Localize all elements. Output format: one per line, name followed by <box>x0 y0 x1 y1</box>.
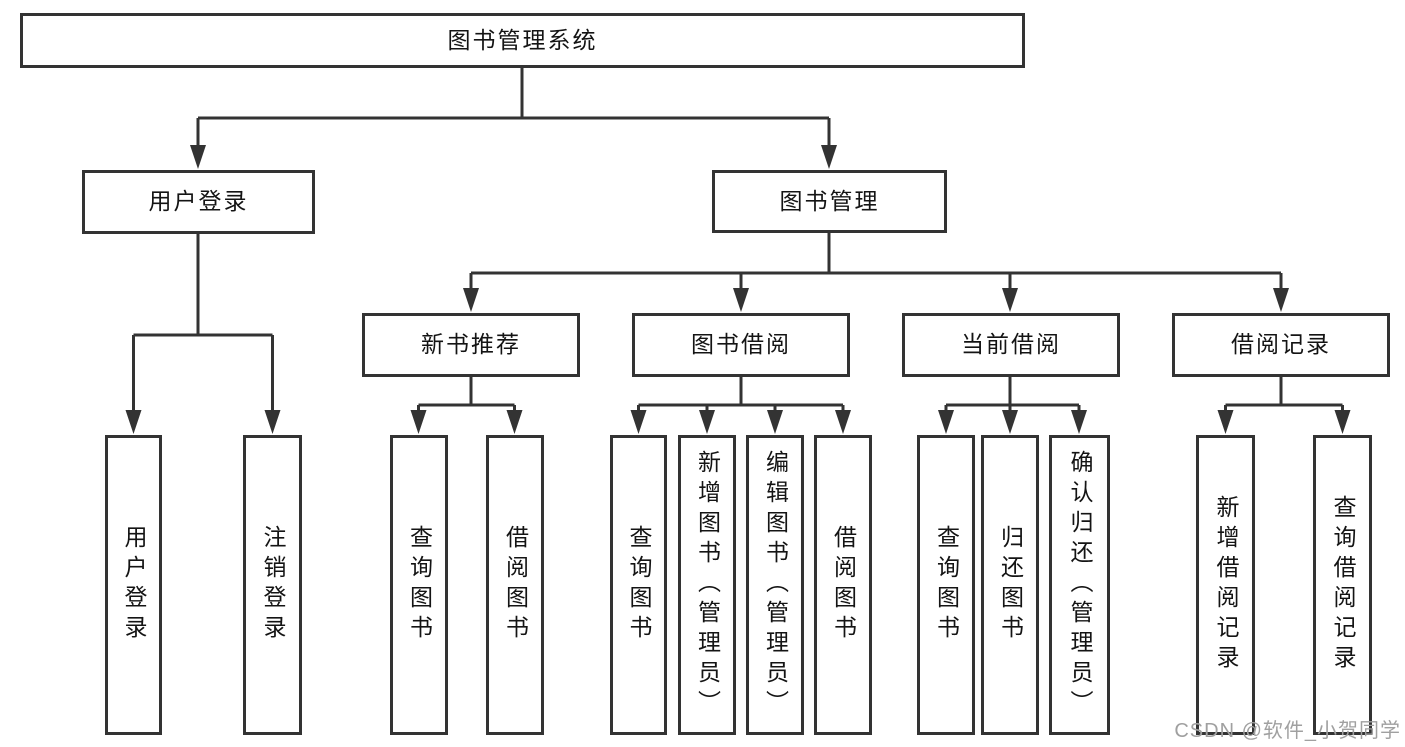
leaf-confirm-return-admin: 确认归还（管理员） <box>1049 435 1110 735</box>
node-book-management: 图书管理 <box>712 170 947 233</box>
leaf-query-books-borrowing: 查询图书 <box>610 435 667 735</box>
leaf-borrow-books-recommend: 借阅图书 <box>486 435 544 735</box>
node-new-book-recommend: 新书推荐 <box>362 313 580 377</box>
leaf-add-book-admin: 新增图书（管理员） <box>678 435 736 735</box>
leaf-confirm-return-admin-label: 确认归还（管理员） <box>1067 450 1093 720</box>
node-current-borrowing: 当前借阅 <box>902 313 1120 377</box>
node-borrowing-records-label: 借阅记录 <box>1231 331 1331 358</box>
leaf-add-borrow-record: 新增借阅记录 <box>1196 435 1255 735</box>
leaf-edit-book-admin: 编辑图书（管理员） <box>746 435 804 735</box>
leaf-add-borrow-record-label: 新增借阅记录 <box>1213 495 1239 675</box>
leaf-edit-book-admin-label: 编辑图书（管理员） <box>762 450 789 720</box>
leaf-return-books-label: 归还图书 <box>997 525 1024 645</box>
node-user-login-label: 用户登录 <box>148 188 249 215</box>
leaf-query-books-current: 查询图书 <box>917 435 975 735</box>
leaf-query-borrow-record-label: 查询借阅记录 <box>1330 495 1356 675</box>
leaf-user-login-label: 用户登录 <box>121 525 147 645</box>
leaf-query-books-borrowing-label: 查询图书 <box>626 525 652 645</box>
node-library-system: 图书管理系统 <box>20 13 1025 68</box>
node-book-borrowing: 图书借阅 <box>632 313 850 377</box>
leaf-return-books: 归还图书 <box>981 435 1039 735</box>
leaf-logout-label: 注销登录 <box>260 525 286 645</box>
leaf-query-books-recommend: 查询图书 <box>390 435 448 735</box>
node-user-login: 用户登录 <box>82 170 315 234</box>
leaf-query-books-recommend-label: 查询图书 <box>406 525 433 645</box>
leaf-logout: 注销登录 <box>243 435 302 735</box>
leaf-query-borrow-record: 查询借阅记录 <box>1313 435 1372 735</box>
node-current-borrowing-label: 当前借阅 <box>961 331 1061 358</box>
node-book-management-label: 图书管理 <box>779 187 880 214</box>
watermark: CSDN @软件_小贺同学 <box>1174 720 1401 742</box>
leaf-add-book-admin-label: 新增图书（管理员） <box>694 450 721 720</box>
leaf-query-books-current-label: 查询图书 <box>933 525 960 645</box>
node-borrowing-records: 借阅记录 <box>1172 313 1390 377</box>
leaf-borrow-books-borrowing: 借阅图书 <box>814 435 872 735</box>
node-library-system-label: 图书管理系统 <box>447 26 598 53</box>
node-book-borrowing-label: 图书借阅 <box>691 331 791 358</box>
leaf-user-login: 用户登录 <box>105 435 162 735</box>
node-new-book-recommend-label: 新书推荐 <box>421 331 521 358</box>
leaf-borrow-books-borrowing-label: 借阅图书 <box>830 525 857 645</box>
leaf-borrow-books-recommend-label: 借阅图书 <box>502 525 529 645</box>
